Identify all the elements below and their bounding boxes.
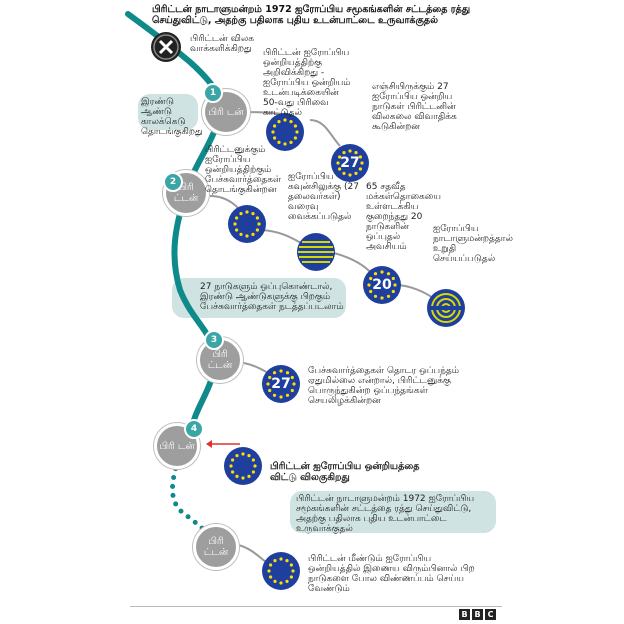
- step-number-2: 2: [163, 172, 183, 192]
- council-icon: [297, 233, 335, 271]
- badge-27a: 27: [340, 155, 360, 171]
- eu-flag-icon-2: [331, 144, 369, 182]
- two-years-text: இரண்டு ஆண்டு காலக்கெடு தொடங்குகிறது: [141, 97, 203, 137]
- britain-node-2: பிரி ட்டன்: [163, 170, 209, 216]
- britain-node-1: பிரி டன்: [202, 89, 250, 135]
- badge-27b: 27: [271, 376, 291, 392]
- badge-20: 20: [372, 277, 392, 293]
- no-deal-text: பேச்சுவார்த்தைகள் தொடர ஒப்பந்தம் ஏதுமில்…: [308, 366, 459, 406]
- step-number-4: 4: [184, 419, 204, 439]
- logo-letter-1: B: [459, 609, 470, 620]
- divider: [130, 606, 502, 607]
- parliament-icon: [427, 289, 465, 327]
- red-arrow-head: [206, 440, 212, 448]
- britain-node-5: பிரி ட்டன்: [193, 524, 239, 570]
- eu-flag-icon-rejoin: [262, 552, 300, 590]
- europarl-text: ஐரோப்பிய நாடாளுமன்றத்தால் உறுதி செய்யப்ப…: [433, 224, 513, 264]
- step-number-3: 3: [204, 330, 224, 350]
- eu-flag-icon-27b: [262, 365, 300, 403]
- eu-flag-icon-leave: [224, 447, 262, 485]
- vote-text: பிரிட்டன் விலக வாக்களிக்கிறது: [190, 34, 255, 54]
- band-parliament: [290, 491, 496, 533]
- main-route: [125, 11, 224, 449]
- notify-text: பிரிட்டன் ஐரோப்பிய ஒன்றியத்திற்கு அறிவிக…: [263, 48, 351, 118]
- eu-flag-icon-1: [266, 113, 304, 151]
- eu-flag-icon-20: [363, 266, 401, 304]
- sixtyfive-text: 65 சதவீத மக்கள்தொகையை உள்ளடக்கிய குறைந்த…: [366, 182, 441, 252]
- council-text: ஐரோப்பிய கவுன்சிலுக்கு (27 தலைவர்கள்) வர…: [288, 172, 359, 222]
- cross-icon: [158, 39, 174, 55]
- remaining27-text: எஞ்சியிருக்கும் 27 ஐரோப்பிய ஒன்றிய நாடுக…: [372, 82, 457, 132]
- twenty-seven-text: 27 நாடுகளும் ஒப்புகொண்டால், இரண்டு ஆண்டு…: [200, 282, 344, 312]
- connector-2: [209, 195, 437, 301]
- eu-flag-icon-3: [228, 205, 266, 243]
- band-twenty-seven: [172, 278, 346, 318]
- logo-letter-2: B: [472, 609, 483, 620]
- header-title: பிரிட்டன் நாடாளுமன்றம் 1972 ஐரோப்பிய சமூ…: [152, 4, 471, 26]
- parliament-text: பிரிட்டன் நாடாளுமன்றம் 1972 ஐரோப்பிய சமூ…: [296, 494, 475, 534]
- bbc-logo: B B C: [459, 609, 496, 620]
- leaves-text: பிரிட்டன் ஐரோப்பிய ஒன்றியத்தை விட்டு வில…: [270, 461, 420, 483]
- rejoin-text: பிரிட்டன் மீண்டும் ஐரோப்பிய ஒன்றியத்தில்…: [308, 554, 475, 594]
- step-number-1: 1: [203, 83, 223, 103]
- band-two-years: [138, 94, 198, 130]
- logo-letter-3: C: [485, 609, 496, 620]
- negotiations-text: பிரிட்டனுக்கும் ஐரோப்பிய ஒன்றியத்திற்கும…: [205, 145, 282, 195]
